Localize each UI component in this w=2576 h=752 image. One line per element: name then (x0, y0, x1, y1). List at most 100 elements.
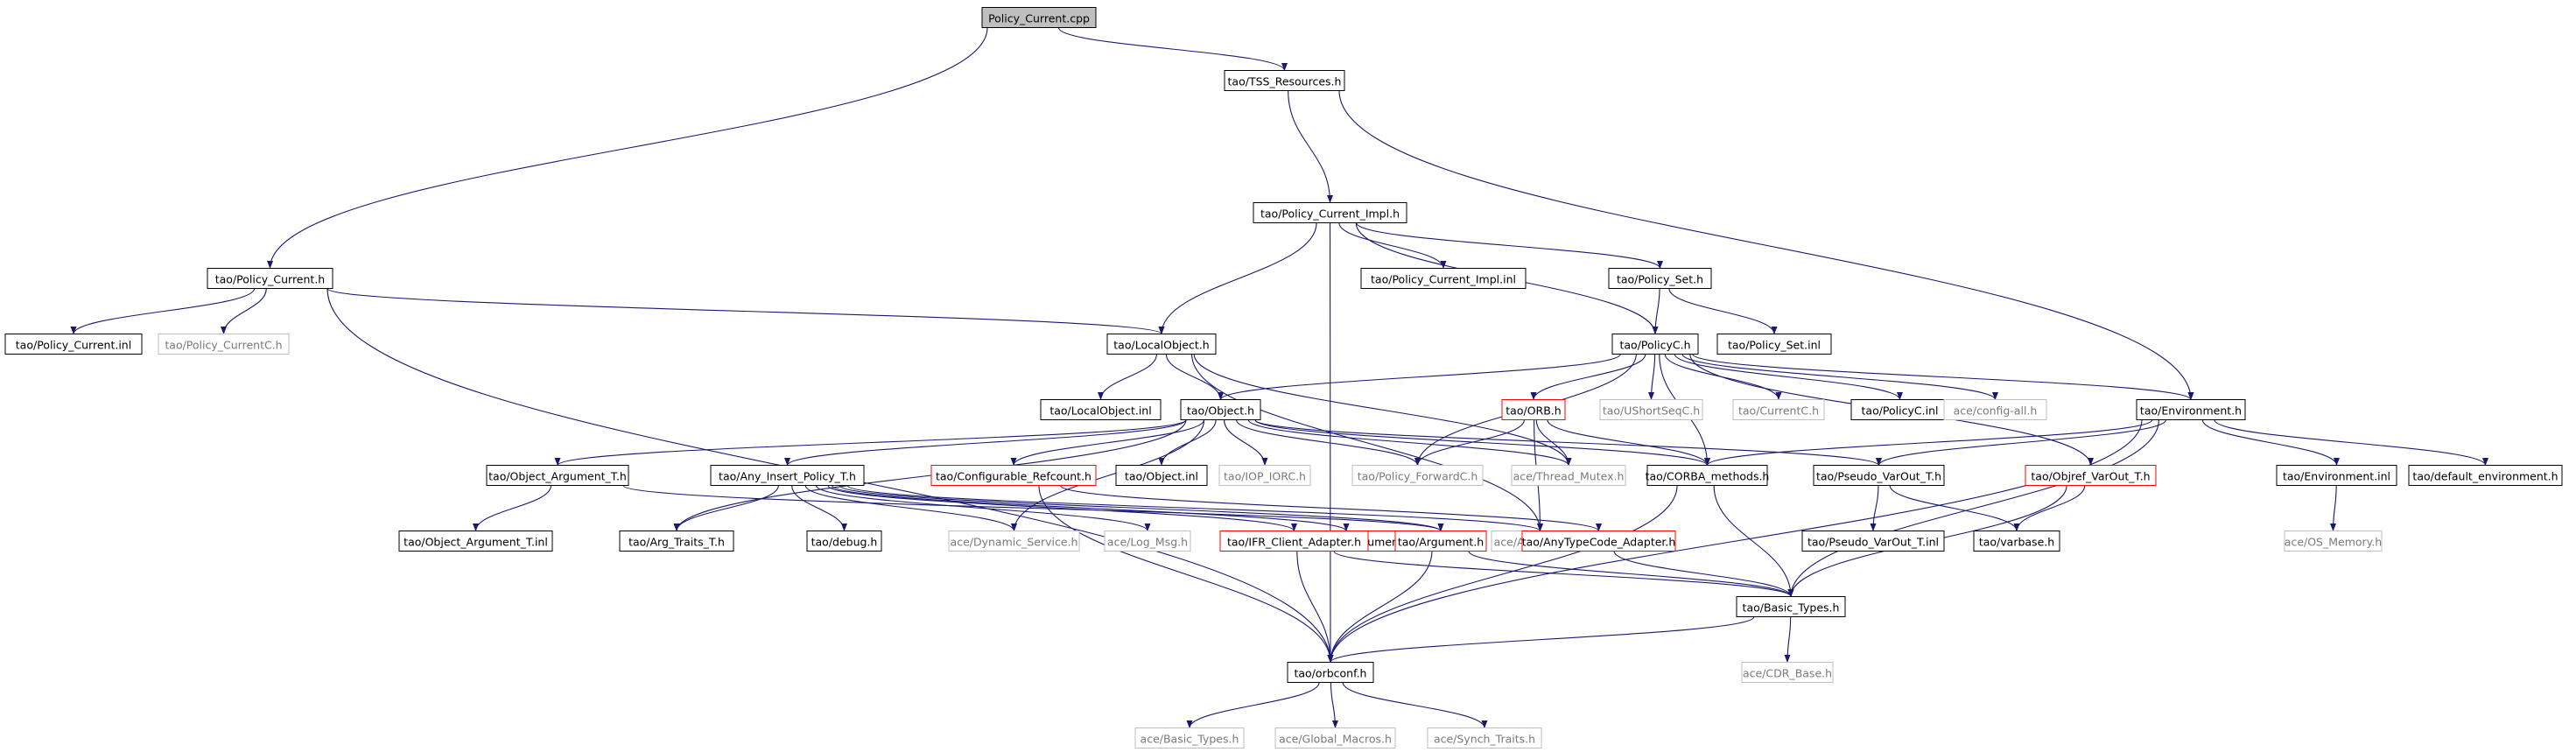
graph-node-varb[interactable]: tao/varbase.h (1973, 531, 2060, 552)
node-label: tao/ORB.h (1506, 404, 1561, 418)
graph-node-oatinl[interactable]: tao/Object_Argument_T.inl (398, 531, 553, 552)
node-label: tao/varbase.h (1979, 536, 2054, 549)
node-label: ace/Synch_Traits.h (1434, 733, 1535, 746)
graph-node-agm: ace/Global_Macros.h (1274, 727, 1396, 748)
graph-node-cref[interactable]: tao/Configurable_Refcount.h (930, 465, 1097, 486)
node-label: tao/Policy_Current_Impl.inl (1371, 273, 1516, 286)
edge-obj-to-tmx (1247, 419, 1572, 466)
graph-node-pcinl[interactable]: tao/Policy_Current.inl (4, 334, 143, 355)
edge-obj-to-cref (1010, 419, 1205, 466)
graph-node-pfc: tao/Policy_ForwardC.h (1351, 465, 1484, 486)
graph-node-abt: ace/Basic_Types.h (1134, 727, 1245, 748)
edge-ifr-to-bt (1333, 551, 1794, 597)
edge-ifr-to-orbconf (1296, 551, 1334, 663)
graph-node-tss[interactable]: tao/TSS_Resources.h (1224, 70, 1345, 91)
edge-obj-to-aipt (784, 419, 1187, 466)
graph-node-curc: tao/CurrentC.h (1732, 399, 1825, 420)
graph-node-pvtinl[interactable]: tao/Pseudo_VarOut_T.inl (1801, 531, 1945, 552)
node-box (1427, 727, 1542, 748)
graph-node-objinl[interactable]: tao/Object.inl (1115, 465, 1208, 486)
graph-node-ovt[interactable]: tao/Objref_VarOut_T.h (2025, 465, 2157, 486)
node-label: tao/Basic_Types.h (1743, 601, 1840, 615)
edge-orbconf-to-abt (1186, 682, 1320, 728)
edge-polc-to-env (1692, 354, 2194, 400)
node-label: tao/IFR_Client_Adapter.h (1227, 536, 1361, 549)
graph-node-root[interactable]: Policy_Current.cpp (981, 7, 1097, 28)
graph-node-orbconf[interactable]: tao/orbconf.h (1287, 662, 1374, 683)
edge-polc-to-obj (1218, 354, 1621, 400)
graph-node-obj[interactable]: tao/Object.h (1180, 399, 1261, 420)
edge-pvt-to-pvtinl (1870, 485, 1879, 531)
node-box (1104, 531, 1191, 552)
node-box (1801, 531, 1945, 552)
node-box (1180, 399, 1261, 420)
edge-aipt-to-att (673, 485, 779, 531)
edge-arg-to-bt (1468, 551, 1794, 597)
graph-node-dbg[interactable]: tao/debug.h (806, 531, 882, 552)
node-label: tao/Policy_Set.inl (1728, 339, 1821, 352)
node-label: tao/Object.h (1187, 404, 1254, 418)
node-box (1611, 334, 1699, 355)
node-box (1218, 465, 1311, 486)
node-label: ace/Basic_Types.h (1141, 733, 1239, 746)
edge-obj-to-pvt (1254, 419, 1882, 466)
graph-node-loinl[interactable]: tao/LocalObject.inl (1040, 399, 1162, 420)
edge-aipt-to-log (815, 485, 1151, 531)
graph-node-pciinl[interactable]: tao/Policy_Current_Impl.inl (1360, 268, 1527, 289)
edge-orbconf-to-ast (1342, 682, 1488, 728)
graph-node-atca[interactable]: tao/AnyTypeCode_Adapter.h (1521, 531, 1676, 552)
edge-envinl-to-osm (2330, 485, 2337, 531)
node-box (1224, 70, 1345, 91)
edge-orb-to-tmx (1535, 419, 1572, 466)
edge-bt-to-cdr (1784, 616, 1792, 663)
edge-bt-to-orbconf (1327, 616, 1755, 663)
node-box (1608, 268, 1712, 289)
graph-node-lo[interactable]: tao/LocalObject.h (1106, 334, 1217, 355)
node-box (1040, 399, 1162, 420)
node-box (486, 465, 629, 486)
node-box (1521, 531, 1676, 552)
graph-node-ps[interactable]: tao/Policy_Set.h (1608, 268, 1712, 289)
node-label: tao/default_environment.h (2412, 470, 2558, 483)
node-label: tao/Object.inl (1125, 470, 1198, 483)
edge-arg-to-orbconf (1327, 551, 1433, 663)
node-box (1351, 465, 1484, 486)
node-label: tao/debug.h (811, 536, 878, 549)
graph-node-polc[interactable]: tao/PolicyC.h (1611, 334, 1699, 355)
graph-node-att[interactable]: tao/Arg_Traits_T.h (619, 531, 734, 552)
edge-aipt-to-ifr (827, 485, 1297, 531)
graph-node-pci[interactable]: tao/Policy_Current_Impl.h (1253, 202, 1407, 223)
graph-node-psinl[interactable]: tao/Policy_Set.inl (1716, 334, 1832, 355)
graph-node-dyn: ace/Dynamic_Service.h (948, 531, 1080, 552)
graph-node-aipt[interactable]: tao/Any_Insert_Policy_T.h (710, 465, 865, 486)
node-label: tao/IOP_IORC.h (1224, 470, 1306, 483)
graph-node-bt[interactable]: tao/Basic_Types.h (1736, 596, 1846, 617)
graph-node-orb[interactable]: tao/ORB.h (1501, 399, 1566, 420)
node-box (1813, 465, 1945, 486)
graph-node-arg[interactable]: tao/Argument.h (1394, 531, 1487, 552)
graph-node-polcinl[interactable]: tao/PolicyC.inl (1850, 399, 1949, 420)
edge-aipt-to-dyn (804, 485, 1017, 531)
edge-orb-to-corba (1547, 419, 1710, 466)
node-label: tao/Environment.h (2140, 404, 2242, 418)
graph-node-pvt[interactable]: tao/Pseudo_VarOut_T.h (1813, 465, 1945, 486)
graph-node-oat[interactable]: tao/Object_Argument_T.h (486, 465, 629, 486)
edge-oat-to-arg (622, 485, 1444, 531)
graph-node-corba[interactable]: tao/CORBA_methods.h (1646, 465, 1770, 486)
edge-env-to-envinl (2201, 419, 2340, 466)
graph-node-envinl[interactable]: tao/Environment.inl (2276, 465, 2397, 486)
node-label: tao/Pseudo_VarOut_T.h (1816, 470, 1941, 483)
edge-aipt-to-dbg (791, 485, 847, 531)
edge-cref-to-atca (1059, 485, 1602, 531)
node-box (158, 334, 290, 355)
graph-node-pc[interactable]: tao/Policy_Current.h (207, 268, 333, 289)
graph-node-env[interactable]: tao/Environment.h (2136, 399, 2246, 420)
edge-tss-to-pci (1288, 90, 1333, 203)
node-label: tao/orbconf.h (1295, 667, 1367, 680)
graph-node-ifr[interactable]: tao/IFR_Client_Adapter.h (1219, 531, 1369, 552)
edge-aipt-to-ubs (832, 485, 1350, 531)
edge-corba-to-orbconf (1327, 485, 1678, 663)
node-box (981, 7, 1097, 28)
node-box (1360, 268, 1527, 289)
graph-node-denv[interactable]: tao/default_environment.h (2408, 465, 2563, 486)
